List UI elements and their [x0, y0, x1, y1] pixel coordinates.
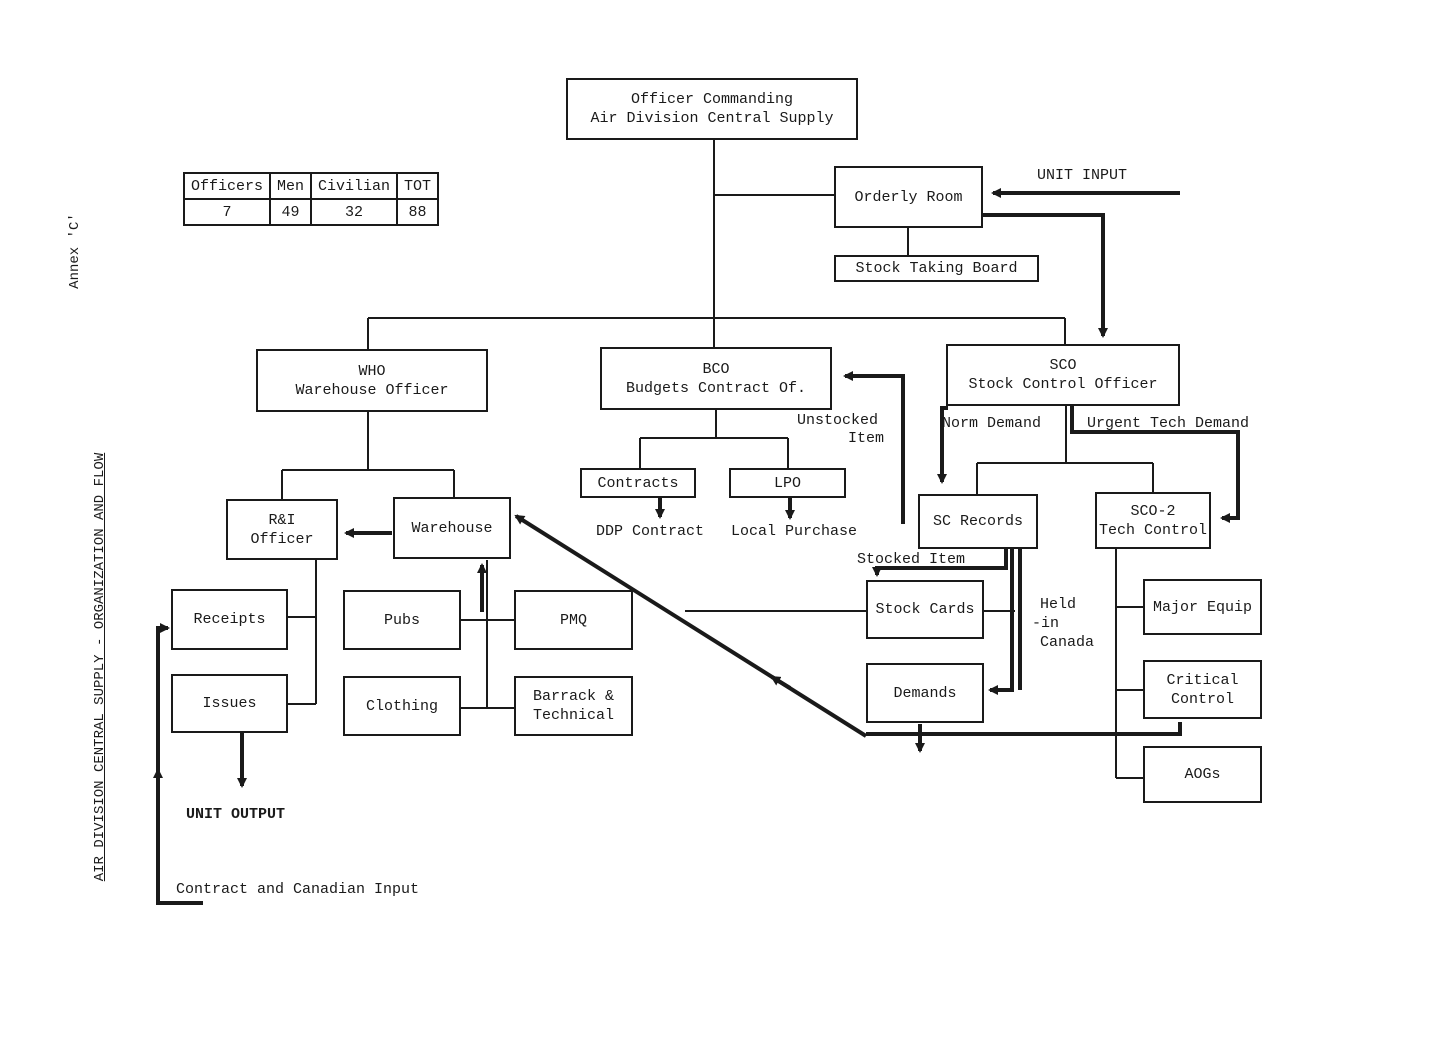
stock-cards-label: Stock Cards: [875, 601, 975, 618]
major-equip-box: Major Equip: [1143, 579, 1262, 635]
header-officers: Officers: [182, 172, 272, 200]
bco-line1: BCO: [702, 360, 730, 378]
unit-output-label: UNIT OUTPUT: [186, 806, 286, 823]
issues-box: Issues: [171, 674, 288, 733]
unstocked-item-line1: Unstocked: [797, 412, 879, 429]
header-men: Men: [269, 172, 313, 200]
lpo-box: LPO: [729, 468, 846, 498]
barrack-technical-box: Barrack & Technical: [514, 676, 633, 736]
warehouse-label: Warehouse: [411, 519, 493, 537]
critical-line1: Critical: [1166, 671, 1239, 689]
pubs-box: Pubs: [343, 590, 461, 650]
who-box: WHO Warehouse Officer: [256, 349, 488, 412]
value-officers: 7: [182, 198, 272, 226]
sco2-line1: SCO-2: [1130, 502, 1176, 520]
header-civilian: Civilian: [310, 172, 399, 200]
staffing-table: Officers Men Civilian TOT 7 49 32 88: [182, 172, 440, 226]
sc-records-box: SC Records: [918, 494, 1038, 549]
oc-line2: Air Division Central Supply: [590, 110, 834, 127]
ri-line2: Officer: [250, 530, 314, 548]
table-value-row: 7 49 32 88: [182, 198, 440, 226]
barrack-line1: Barrack &: [532, 688, 614, 705]
value-men: 49: [269, 198, 313, 226]
header-tot: TOT: [396, 172, 440, 200]
orderly-room-label: Orderly Room: [854, 188, 963, 206]
held-line1: Held: [1040, 596, 1077, 613]
barrack-line2: Technical: [532, 707, 614, 724]
who-line1: WHO: [358, 362, 386, 380]
officer-commanding-box: Officer Commanding Air Division Central …: [566, 78, 858, 140]
issues-label: Issues: [202, 695, 257, 712]
norm-demand-label: Norm Demand: [942, 415, 1042, 432]
stock-taking-board-box: Stock Taking Board: [834, 255, 1039, 282]
unit-input-label: UNIT INPUT: [1037, 167, 1128, 184]
stock-cards-box: Stock Cards: [866, 580, 984, 639]
demands-label: Demands: [893, 684, 957, 702]
clothing-box: Clothing: [343, 676, 461, 736]
who-line2: Warehouse Officer: [295, 381, 449, 399]
sco-line2: Stock Control Officer: [968, 376, 1158, 393]
pmq-box: PMQ: [514, 590, 633, 650]
sc-records-label: SC Records: [932, 513, 1023, 530]
critical-control-box: Critical Control: [1143, 660, 1262, 719]
pmq-label: PMQ: [559, 611, 587, 629]
stock-taking-board-label: Stock Taking Board: [855, 260, 1018, 277]
held-line3: Canada: [1040, 634, 1095, 651]
warehouse-box: Warehouse: [393, 497, 511, 559]
stocked-item-label: Stocked Item: [857, 551, 966, 568]
ri-officer-box: R&I Officer: [226, 499, 338, 560]
annex-label: Annex 'C': [67, 213, 83, 289]
sco-line1: SCO: [1049, 357, 1077, 374]
unstocked-item-line2: Item: [848, 430, 885, 447]
value-tot: 88: [396, 198, 440, 226]
urgent-tech-demand-label: Urgent Tech Demand: [1087, 415, 1250, 432]
aogs-box: AOGs: [1143, 746, 1262, 803]
bco-line2: Budgets Contract Of.: [625, 379, 807, 397]
sco2-line2: Tech Control: [1098, 521, 1208, 539]
lpo-label: LPO: [773, 474, 801, 492]
ddp-contract-label: DDP Contract: [596, 523, 705, 540]
value-civilian: 32: [310, 198, 399, 226]
bco-box: BCO Budgets Contract Of.: [600, 347, 832, 410]
major-equip-label: Major Equip: [1152, 598, 1253, 616]
oc-line1: Officer Commanding: [630, 91, 794, 108]
ri-line1: R&I: [268, 511, 296, 529]
diagram-title: AIR DIVISION CENTRAL SUPPLY - ORGANIZATI…: [92, 452, 108, 882]
orderly-room-box: Orderly Room: [834, 166, 983, 228]
sco2-box: SCO-2 Tech Control: [1095, 492, 1211, 549]
demands-box: Demands: [866, 663, 984, 723]
critical-line2: Control: [1170, 690, 1234, 708]
sco-box: SCO Stock Control Officer: [946, 344, 1180, 406]
contracts-box: Contracts: [580, 468, 696, 498]
receipts-label: Receipts: [193, 611, 266, 628]
receipts-box: Receipts: [171, 589, 288, 650]
table-header-row: Officers Men Civilian TOT: [182, 172, 440, 200]
held-line2: -in: [1032, 615, 1060, 632]
local-purchase-label: Local Purchase: [731, 523, 858, 540]
clothing-label: Clothing: [365, 697, 438, 715]
contract-canadian-input-label: Contract and Canadian Input: [176, 881, 420, 898]
aogs-label: AOGs: [1184, 766, 1221, 783]
contracts-label: Contracts: [597, 474, 679, 492]
pubs-label: Pubs: [383, 611, 420, 629]
